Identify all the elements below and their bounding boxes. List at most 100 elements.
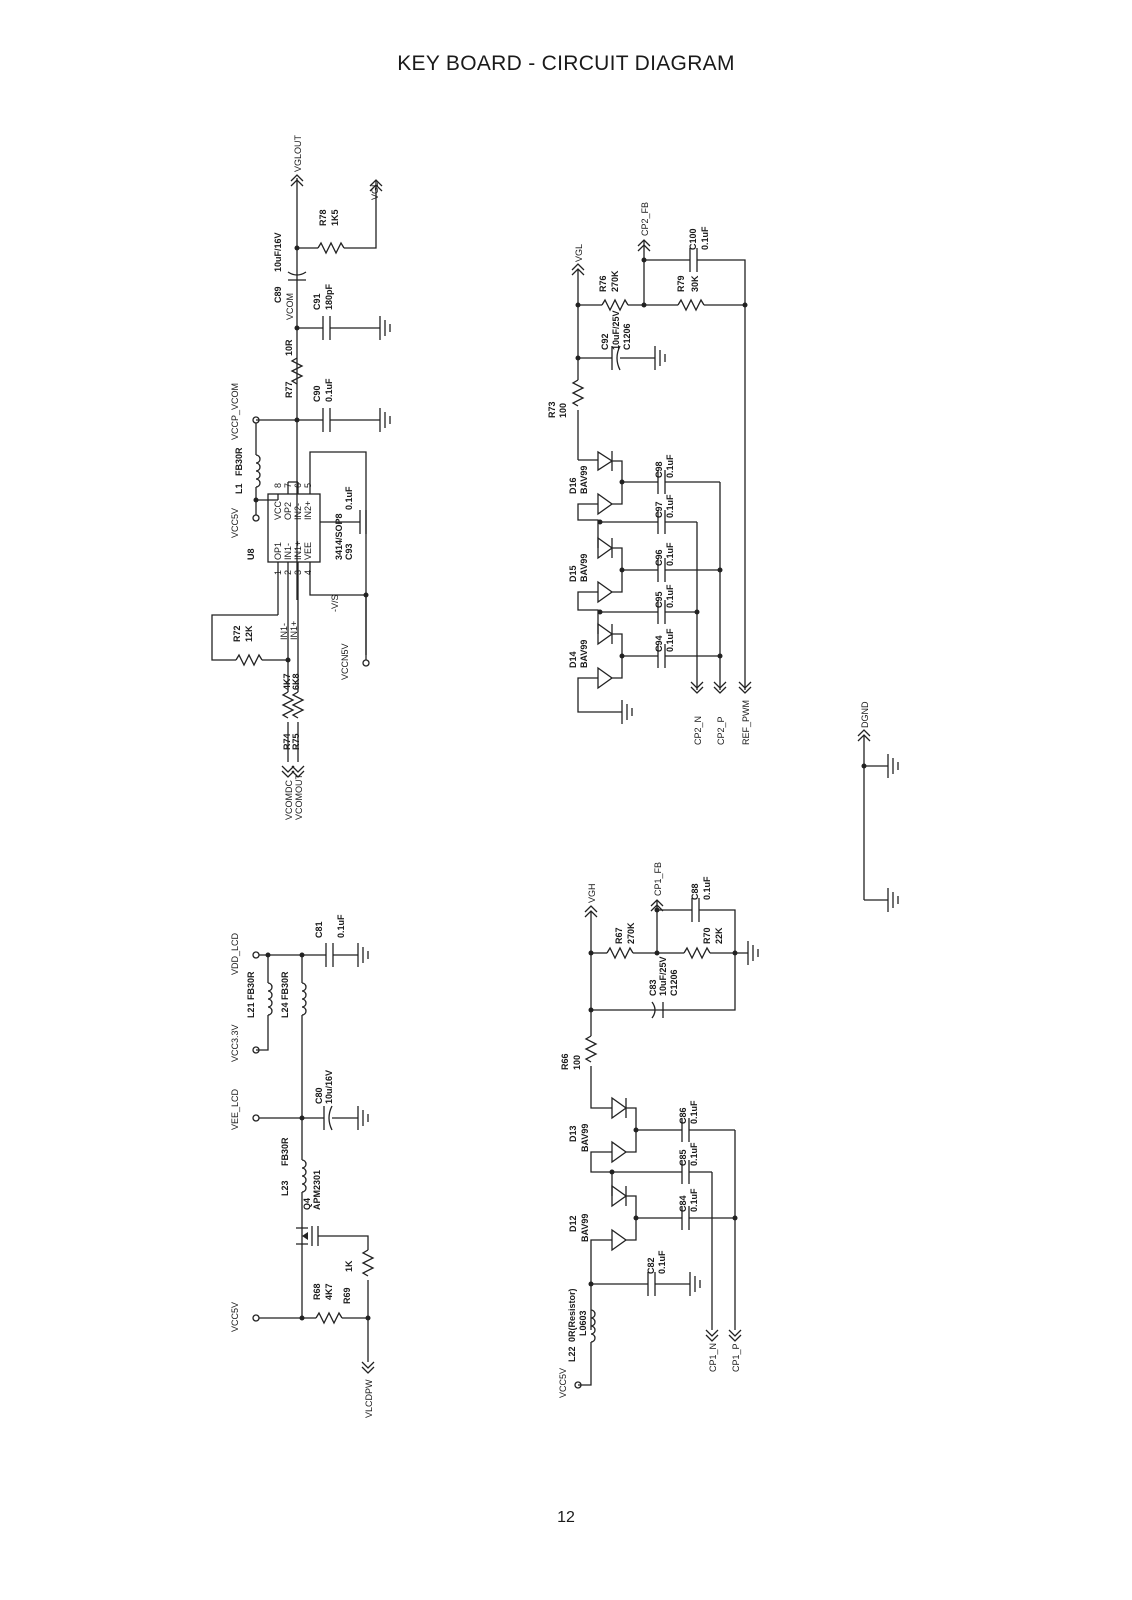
c90-ref: C90: [312, 385, 322, 402]
c81-capacitor: [325, 943, 334, 967]
pin-in1p: IN1+: [293, 541, 303, 560]
diode-d14b: [597, 666, 614, 690]
gnd-icon: [887, 754, 899, 778]
c89-ref: C89: [273, 286, 283, 303]
c80-capacitor: [323, 1105, 333, 1131]
c93-value: 0.1uF: [344, 486, 354, 510]
vdd-lcd-label: VDD_LCD: [230, 932, 240, 975]
c95-ref: C95: [654, 591, 664, 608]
vlcdpw-port-icon: [361, 1361, 375, 1374]
c90-value: 0.1uF: [324, 378, 334, 402]
diode-d14a: [597, 622, 614, 646]
l23-inductor: [301, 1159, 307, 1193]
cp1-charge-pump-block: VGH R67 270K R70 22K CP1_FB C88 0.1uF C8…: [558, 862, 759, 1398]
cp2-p-label: CP2_P: [716, 716, 726, 745]
gnd-icon: [747, 941, 759, 965]
c84-ref: C84: [678, 1195, 688, 1212]
pin-vcc: VCC: [273, 500, 283, 520]
vee-lcd-terminal: [252, 1114, 260, 1122]
r73-value: 100: [558, 403, 568, 418]
cp1-n-label: CP1_N: [708, 1343, 718, 1372]
r66-resistor: [584, 1035, 598, 1063]
c83-value: 10uF/25V: [658, 956, 668, 996]
c100-capacitor: [689, 248, 698, 272]
r66-value: 100: [572, 1055, 582, 1070]
r72-value: 12K: [244, 625, 254, 642]
c96-ref: C96: [654, 549, 664, 566]
pin-num-8: 8: [273, 483, 283, 488]
l21-value: FB30R: [246, 971, 256, 1000]
d13-ref: D13: [568, 1125, 578, 1142]
c100-value: 0.1uF: [700, 226, 710, 250]
r68-value: 4K7: [324, 1283, 334, 1300]
lcd-power-block: VDD_LCD C81 0.1uF L21 FB30R VCC3.3V L24 …: [230, 914, 375, 1418]
l1-value: FB30R: [234, 447, 244, 476]
c83-ref: C83: [648, 979, 658, 996]
c98-value: 0.1uF: [665, 454, 675, 478]
gnd-icon: [621, 700, 633, 724]
gnd-icon: [357, 943, 369, 967]
l1-inductor: [255, 454, 261, 488]
r76-ref: R76: [598, 275, 608, 292]
gnd-icon: [654, 346, 666, 370]
r79-resistor: [677, 298, 705, 312]
vcc5v-terminal: [252, 1314, 260, 1322]
c92-capacitor: [611, 345, 621, 371]
d15-ref: D15: [568, 565, 578, 582]
gnd-icon: [357, 1106, 369, 1130]
c97-value: 0.1uF: [665, 494, 675, 518]
c94-value: 0.1uF: [665, 628, 675, 652]
cp2-n-label: CP2_N: [693, 716, 703, 745]
diode-d15b: [597, 580, 614, 604]
r69-ref: R69: [342, 1287, 352, 1304]
l23-value: FB30R: [280, 1137, 290, 1166]
c89-value: 10uF/16V: [273, 232, 283, 272]
l1-ref: L1: [234, 483, 244, 494]
c80-value: 10u/16V: [324, 1070, 334, 1104]
r67-ref: R67: [614, 927, 624, 944]
cp1-p-port-icon: [728, 1329, 742, 1342]
r72-resistor: [235, 653, 263, 667]
c86-value: 0.1uF: [689, 1100, 699, 1124]
dgnd-block: DGND: [857, 701, 899, 912]
gnd-icon: [379, 408, 391, 432]
l22-package: L0603: [578, 1310, 588, 1336]
d15-type: BAV99: [579, 554, 589, 582]
r79-value: 30K: [690, 275, 700, 292]
c89-capacitor: [287, 271, 307, 281]
vccn5v-terminal: [362, 659, 370, 667]
q4-arrow-icon: [302, 1232, 308, 1240]
dgnd-label: DGND: [860, 701, 870, 728]
vccn5v-label: VCCN5V: [340, 643, 350, 680]
r78-ref: R78: [318, 209, 328, 226]
vccp-vcom-label: VCCP_VCOM: [230, 383, 240, 440]
vglout-port-icon: [290, 174, 304, 187]
d12-ref: D12: [568, 1215, 578, 1232]
c92-package: C1206: [622, 323, 632, 350]
c83-capacitor: [651, 1001, 664, 1019]
c88-value: 0.1uF: [702, 876, 712, 900]
vcom-buffer-block: VGLOUT VGL R78 1K5 10uF/16V C89 VCOM C91…: [211, 134, 391, 820]
diode-d13b: [611, 1140, 628, 1164]
r76-value: 270K: [610, 270, 620, 292]
c82-value: 0.1uF: [657, 1250, 667, 1274]
diode-d15a: [597, 536, 614, 560]
c98-ref: C98: [654, 461, 664, 478]
vcc3v3-label: VCC3.3V: [230, 1024, 240, 1062]
vdd-lcd-terminal: [252, 951, 260, 959]
c97-ref: C97: [654, 501, 664, 518]
r77-value: 10R: [284, 339, 294, 356]
diode-d12b: [611, 1228, 628, 1252]
in1m-label: IN1-: [279, 623, 289, 640]
c95-value: 0.1uF: [665, 584, 675, 608]
c91-value: 180pF: [324, 283, 334, 310]
r70-value: 22K: [714, 927, 724, 944]
d14-type: BAV99: [579, 640, 589, 668]
l24-ref: L24: [280, 1002, 290, 1018]
ref-pwm-port-icon: [738, 681, 752, 694]
vcomdc-label: VCOMDC: [284, 780, 294, 820]
vcc5v-label: VCC5V: [230, 508, 240, 538]
gnd-icon: [379, 316, 391, 340]
d12-type: BAV99: [580, 1214, 590, 1242]
ref-pwm-label: REF_PWM: [741, 700, 751, 745]
